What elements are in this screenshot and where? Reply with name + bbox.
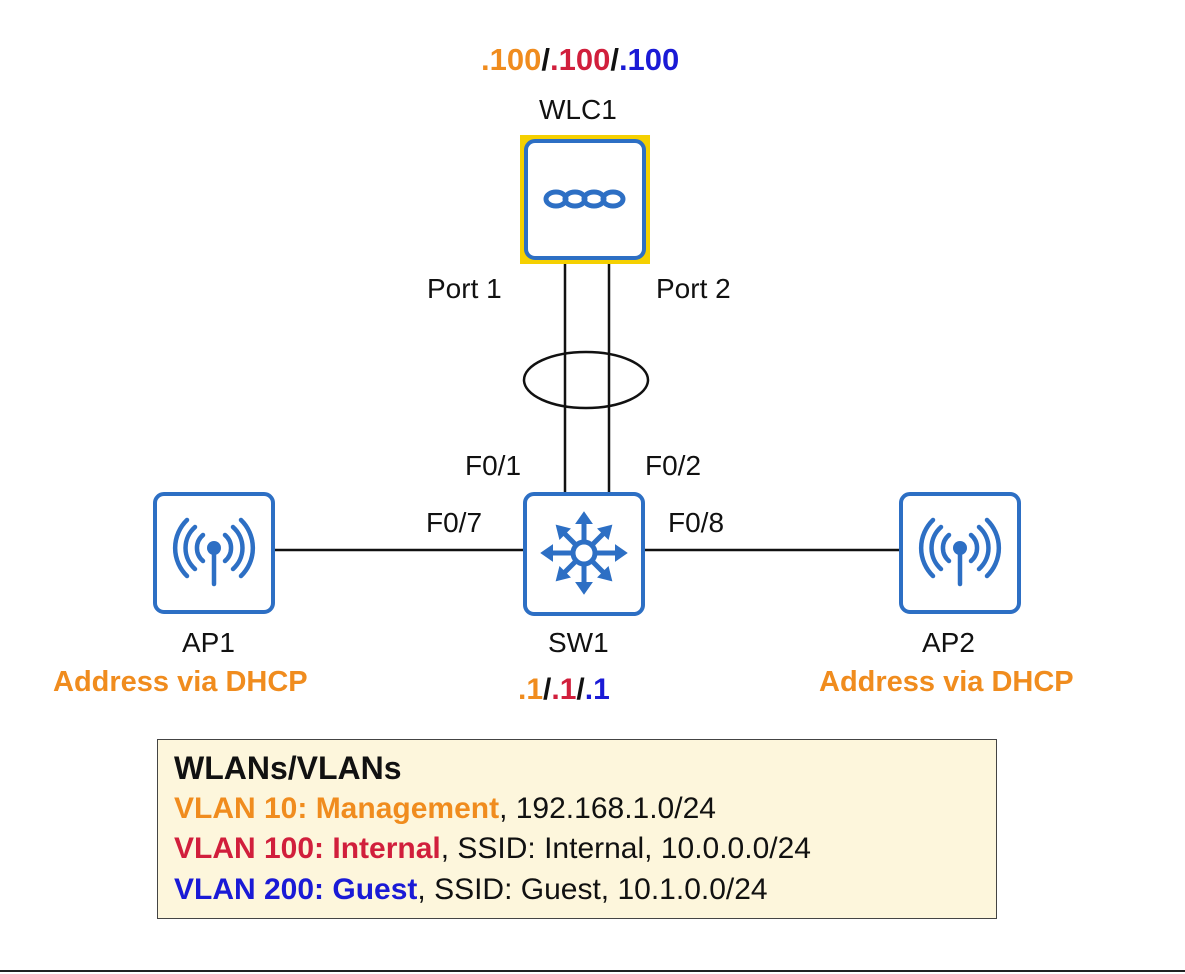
legend-vlan-name: VLAN 100: Internal <box>174 832 441 865</box>
addr-separator: / <box>541 42 550 77</box>
legend-vlan-detail: , SSID: Internal, 10.0.0.0/24 <box>440 832 811 865</box>
wlc1-label: WLC1 <box>539 94 617 125</box>
wlc1-mgmt-addr: .100 <box>481 42 542 77</box>
sw1-addresses: .1/.1/.1 <box>518 673 610 707</box>
wlc1-device[interactable] <box>520 135 650 264</box>
port2-label: Port 2 <box>656 273 731 304</box>
legend-row-internal: VLAN 100: Internal, SSID: Internal, 10.0… <box>174 829 980 870</box>
sw1-guest-addr: .1 <box>584 673 610 706</box>
f08-label: F0/8 <box>668 507 725 538</box>
access-point-icon <box>918 517 1002 587</box>
ap1-addr-note: Address via DHCP <box>53 666 308 698</box>
sw1-label: SW1 <box>548 627 609 658</box>
access-point-icon <box>172 517 256 587</box>
ap1-device[interactable] <box>153 492 275 614</box>
legend-row-management: VLAN 10: Management, 192.168.1.0/24 <box>174 789 980 830</box>
legend-title: WLANs/VLANs <box>174 750 402 786</box>
ap1-label: AP1 <box>182 627 235 658</box>
vlan-legend: WLANs/VLANs VLAN 10: Management, 192.168… <box>157 739 997 919</box>
legend-vlan-detail: , 192.168.1.0/24 <box>499 791 716 825</box>
legend-vlan-name: VLAN 200: Guest <box>174 872 418 906</box>
sw1-mgmt-addr: .1 <box>518 673 544 706</box>
bottom-divider <box>0 970 1185 972</box>
wireless-lan-controller-icon <box>543 189 626 209</box>
f01-label: F0/1 <box>465 450 522 481</box>
ap2-label: AP2 <box>922 627 975 658</box>
sw1-device[interactable] <box>523 492 645 616</box>
legend-vlan-detail: , SSID: Guest, 10.1.0.0/24 <box>417 872 768 906</box>
multilayer-switch-icon <box>540 511 628 595</box>
wlc1-internal-addr: .100 <box>549 42 611 77</box>
addr-separator: / <box>610 42 619 77</box>
legend-row-guest: VLAN 200: Guest, SSID: Guest, 10.1.0.0/2… <box>174 870 980 911</box>
wlc1-addresses: .100/.100/.100 <box>481 42 679 78</box>
ap2-device[interactable] <box>899 492 1021 614</box>
ap2-addr-note: Address via DHCP <box>819 666 1074 698</box>
addr-separator: / <box>576 673 585 706</box>
wlc1-guest-addr: .100 <box>618 42 680 77</box>
f02-label: F0/2 <box>645 450 702 481</box>
port1-label: Port 1 <box>427 273 502 304</box>
sw1-internal-addr: .1 <box>551 673 577 706</box>
addr-separator: / <box>543 673 552 706</box>
f07-label: F0/7 <box>426 507 483 538</box>
legend-vlan-name: VLAN 10: Management <box>174 791 500 825</box>
etherchannel-bundle <box>522 350 650 410</box>
